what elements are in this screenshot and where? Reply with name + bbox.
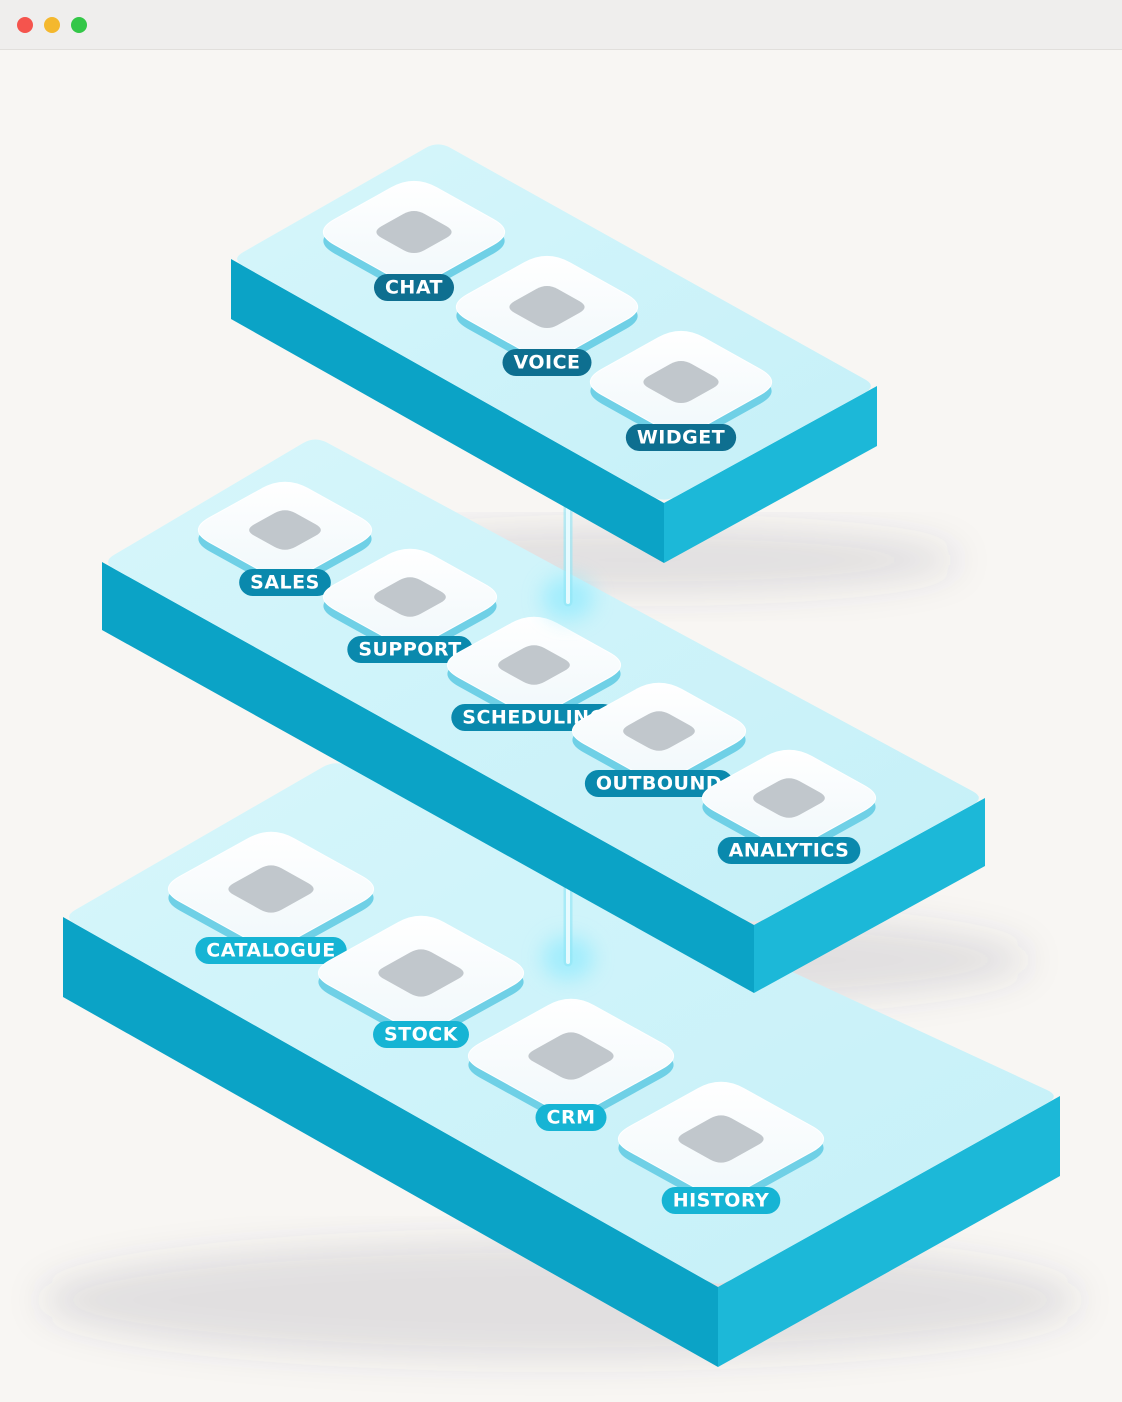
module-label: CHAT — [373, 274, 455, 301]
module-label-text: VOICE — [513, 352, 580, 374]
module-label: ANALYTICS — [717, 837, 861, 864]
layer-data: CATALOGUE STOCK CRM HISTORY — [63, 763, 1060, 1367]
module-label-pill — [625, 424, 737, 451]
module-label-text: CHAT — [385, 277, 443, 299]
platform-left-face — [63, 917, 718, 1367]
placeholder-square-icon — [498, 645, 570, 685]
module-label-pill — [584, 770, 734, 797]
placeholder-square-icon — [528, 1032, 614, 1080]
module-label-pill — [535, 1104, 607, 1131]
module-label-text: WIDGET — [637, 427, 725, 449]
module-label: VOICE — [502, 349, 592, 376]
module-voice[interactable]: VOICE — [455, 255, 639, 376]
module-catalogue[interactable]: CATALOGUE — [167, 831, 375, 964]
module-sales[interactable]: SALES — [197, 481, 373, 596]
module-label-text: SUPPORT — [358, 639, 461, 661]
module-label: STOCK — [373, 1021, 469, 1048]
module-label: SUPPORT — [347, 636, 473, 663]
placeholder-square-icon — [509, 285, 585, 329]
placeholder-square-icon — [249, 510, 321, 550]
placeholder-square-icon — [376, 210, 452, 254]
module-label-text: SALES — [250, 572, 320, 594]
module-analytics[interactable]: ANALYTICS — [701, 749, 877, 864]
placeholder-square-icon — [753, 778, 825, 818]
module-label: CATALOGUE — [195, 937, 347, 964]
module-label-text: HISTORY — [673, 1190, 770, 1212]
module-label-pill — [373, 1021, 469, 1048]
module-label-pill — [239, 569, 331, 596]
module-label: WIDGET — [625, 424, 737, 451]
placeholder-square-icon — [378, 949, 464, 997]
module-label-text: CRM — [547, 1107, 596, 1129]
module-chat[interactable]: CHAT — [322, 180, 506, 301]
platform-left-face — [102, 562, 754, 993]
placeholder-square-icon — [228, 865, 314, 913]
minimize-window-icon[interactable] — [44, 17, 60, 33]
module-scheduling[interactable]: SCHEDULING — [446, 616, 622, 731]
placeholder-square-icon — [623, 711, 695, 751]
layer-connector — [542, 503, 594, 620]
module-label-pill — [373, 274, 455, 301]
platform-right-face — [718, 1096, 1060, 1367]
module-label-pill — [195, 937, 347, 964]
window-titlebar — [0, 0, 1122, 50]
module-history[interactable]: HISTORY — [617, 1081, 825, 1214]
module-label-text: ANALYTICS — [729, 840, 850, 862]
module-label-pill — [347, 636, 473, 663]
layer-services: SALES SUPPORT SCHEDULING OUTBOUND ANALYTICS — [102, 439, 985, 993]
module-crm[interactable]: CRM — [467, 998, 675, 1131]
module-stock[interactable]: STOCK — [317, 915, 525, 1048]
module-label: SALES — [239, 569, 331, 596]
module-outbound[interactable]: OUTBOUND — [571, 682, 747, 797]
platform-right-face — [754, 798, 985, 993]
platform-right-face — [664, 386, 877, 563]
module-widget[interactable]: WIDGET — [589, 330, 773, 451]
module-label-text: CATALOGUE — [206, 940, 335, 962]
module-label: HISTORY — [661, 1187, 781, 1214]
placeholder-square-icon — [678, 1115, 764, 1163]
module-label-text: OUTBOUND — [596, 773, 722, 795]
module-label-pill — [502, 349, 592, 376]
module-label-text: STOCK — [384, 1024, 459, 1046]
module-label-pill — [661, 1187, 781, 1214]
maximize-window-icon[interactable] — [71, 17, 87, 33]
module-label: CRM — [535, 1104, 607, 1131]
placeholder-square-icon — [643, 360, 719, 404]
module-label-text: SCHEDULING — [462, 707, 605, 729]
layer-connector — [542, 875, 594, 980]
layer-channels: CHAT VOICE WIDGET — [231, 144, 877, 563]
module-support[interactable]: SUPPORT — [322, 548, 498, 663]
platform-left-face — [231, 259, 664, 563]
close-window-icon[interactable] — [17, 17, 33, 33]
module-label-pill — [717, 837, 861, 864]
placeholder-square-icon — [374, 577, 446, 617]
module-label: OUTBOUND — [584, 770, 734, 797]
